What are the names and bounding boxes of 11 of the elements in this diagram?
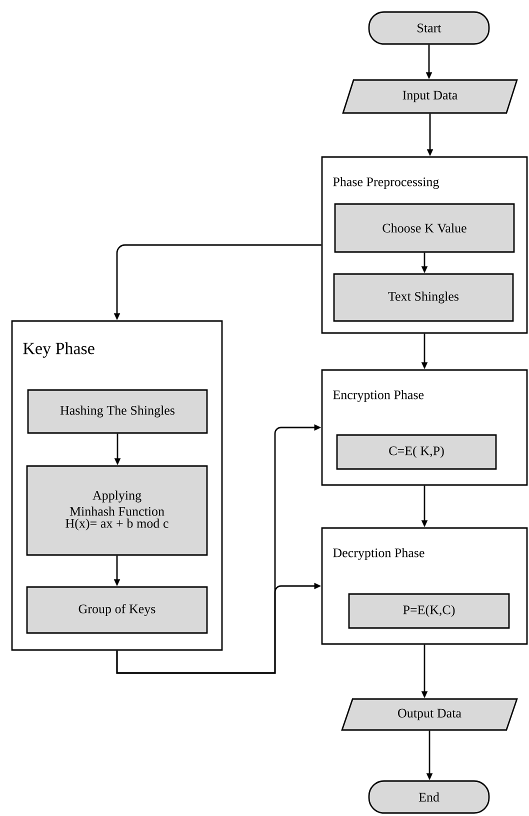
process-box: Text Shingles [333,273,514,322]
process-box: Choose K Value [334,203,515,253]
process-box: Applying Minhash Function H(x)= ax + b mod c [26,465,208,556]
data-parallelogram: Output Data [341,698,518,731]
process-box: P=E(K,C) [348,593,510,629]
process-box: Hashing The Shingles [27,389,208,434]
process-box: C=E( K,P) [336,434,497,470]
process-box: Group of Keys [26,586,208,634]
terminal-box: Start [368,11,490,45]
data-parallelogram: Input Data [342,79,518,114]
terminal-box: End [368,780,490,814]
